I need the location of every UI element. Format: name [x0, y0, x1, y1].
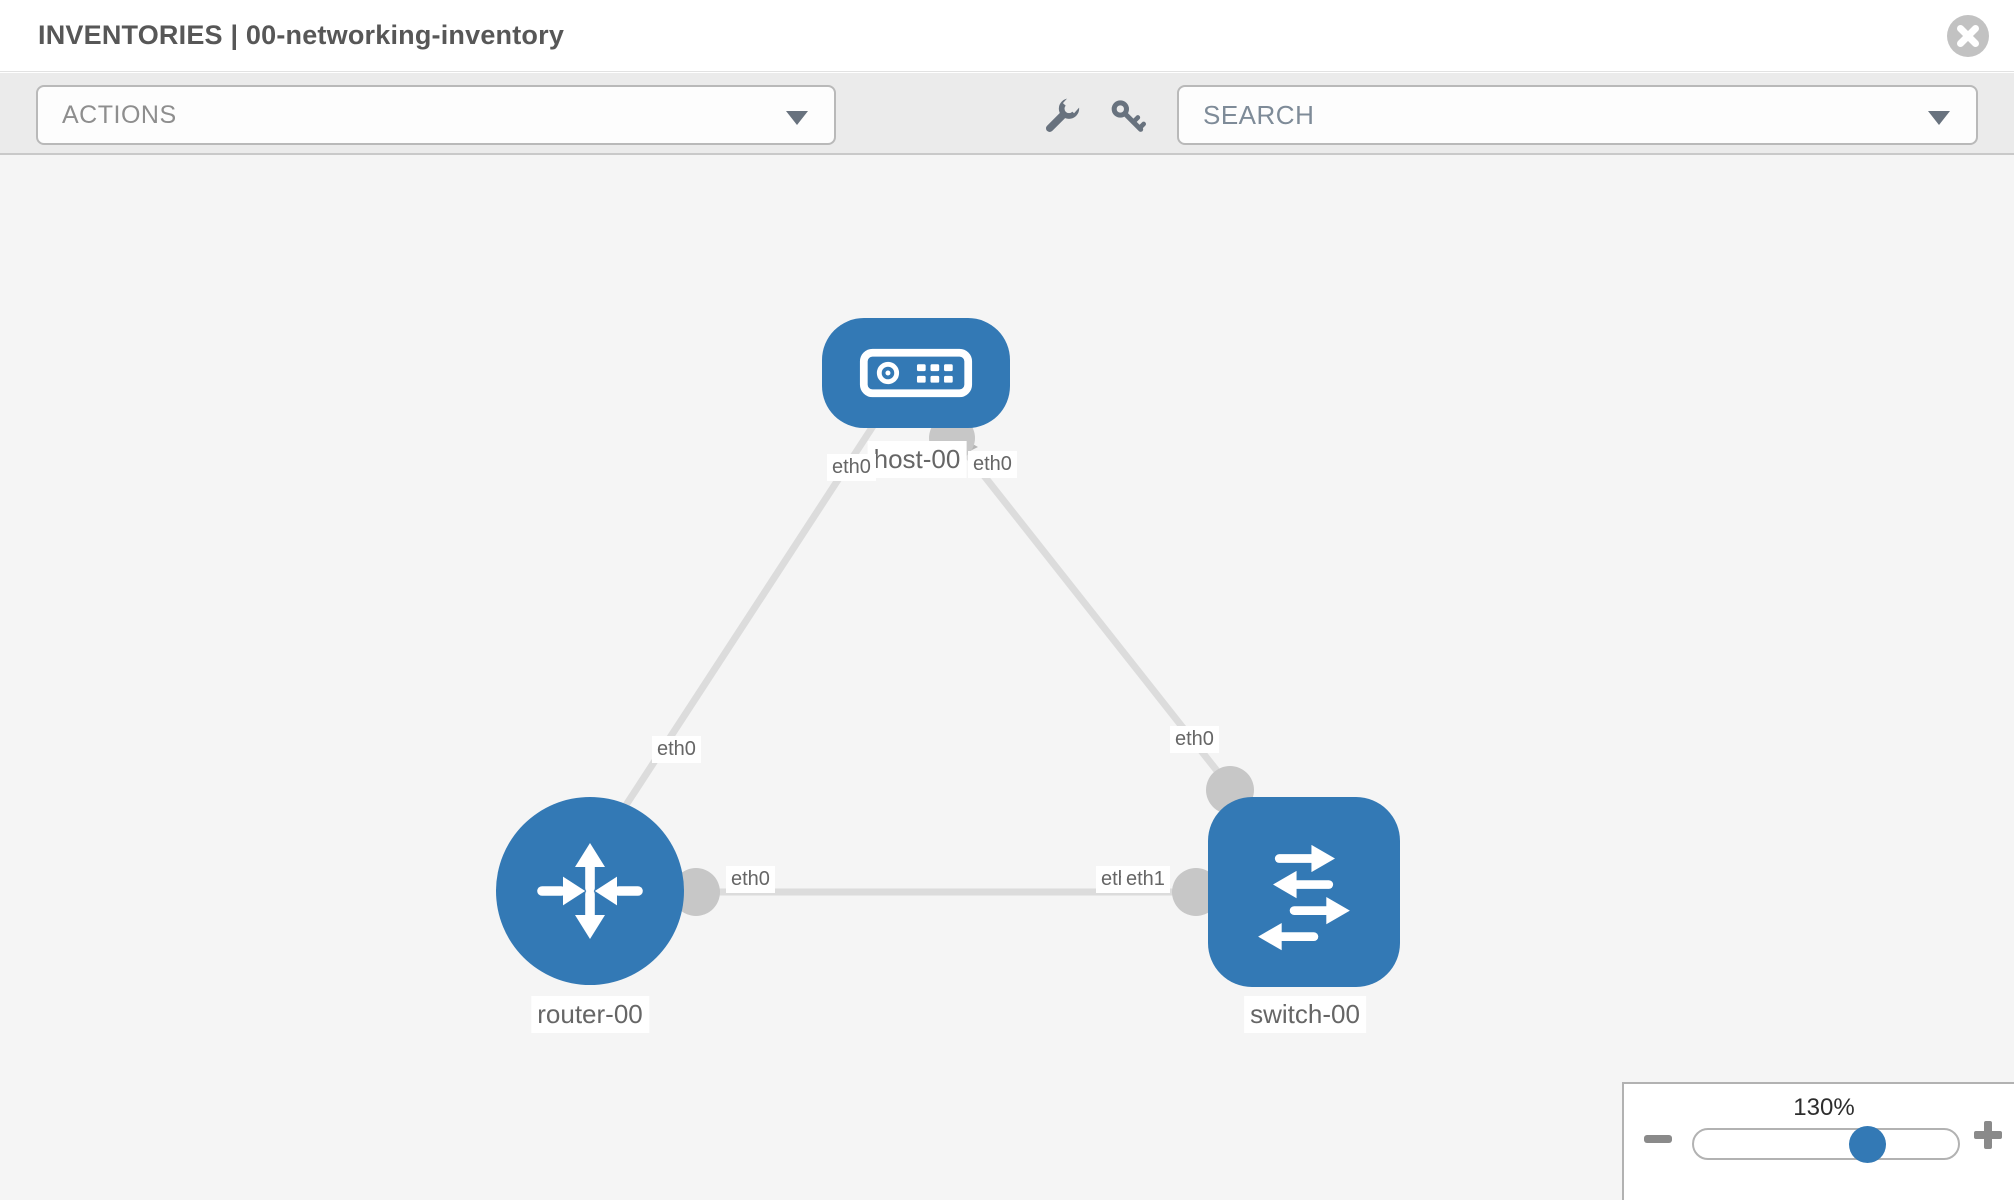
node-label-host[interactable]: host-00 [867, 441, 967, 478]
zoom-slider-track[interactable] [1692, 1126, 1960, 1163]
port-label: eth0 [652, 736, 701, 763]
node-router-00[interactable] [496, 797, 684, 985]
router-arrows-icon [537, 843, 643, 939]
server-icon [859, 348, 973, 398]
switch-arrows-icon [1258, 844, 1350, 951]
interface-endpoint [672, 868, 720, 916]
close-icon [1947, 15, 1989, 57]
port-label: eth0 [968, 451, 1017, 478]
actions-dropdown-label: ACTIONS [62, 100, 177, 129]
configure-button[interactable] [1040, 93, 1084, 136]
credentials-button[interactable] [1106, 96, 1150, 136]
node-label-switch[interactable]: switch-00 [1244, 996, 1366, 1033]
zoom-control-panel: 130% [1622, 1082, 2014, 1200]
topology-canvas[interactable] [0, 155, 2014, 1200]
search-dropdown-label: SEARCH [1203, 99, 1315, 130]
port-label: eth0 [1170, 726, 1219, 753]
header: INVENTORIES | 00-networking-inventory [0, 0, 2014, 72]
key-icon [1111, 100, 1146, 132]
node-switch-00[interactable] [1208, 797, 1400, 987]
node-label-router[interactable]: router-00 [531, 996, 649, 1033]
zoom-out-button[interactable] [1638, 1120, 1678, 1160]
chevron-down-icon [786, 111, 808, 125]
page-title: INVENTORIES | 00-networking-inventory [38, 20, 565, 50]
minus-icon [1644, 1134, 1672, 1143]
chevron-down-icon [1928, 111, 1950, 125]
port-label: eth1 [1121, 866, 1170, 893]
toolbar: ACTIONS SEARCH [0, 73, 2014, 155]
zoom-slider-handle[interactable] [1849, 1126, 1886, 1163]
close-button[interactable] [1946, 14, 1990, 58]
port-label: eth0 [726, 866, 775, 893]
wrench-icon [1045, 93, 1083, 132]
actions-dropdown[interactable]: ACTIONS [36, 85, 836, 145]
port-label: eth0 [827, 454, 876, 481]
search-dropdown[interactable]: SEARCH [1177, 85, 1978, 145]
zoom-level-readout: 130% [1793, 1094, 1855, 1121]
node-host-00[interactable] [822, 318, 1010, 428]
plus-icon [1974, 1120, 2002, 1149]
zoom-in-button[interactable] [1968, 1116, 2008, 1156]
